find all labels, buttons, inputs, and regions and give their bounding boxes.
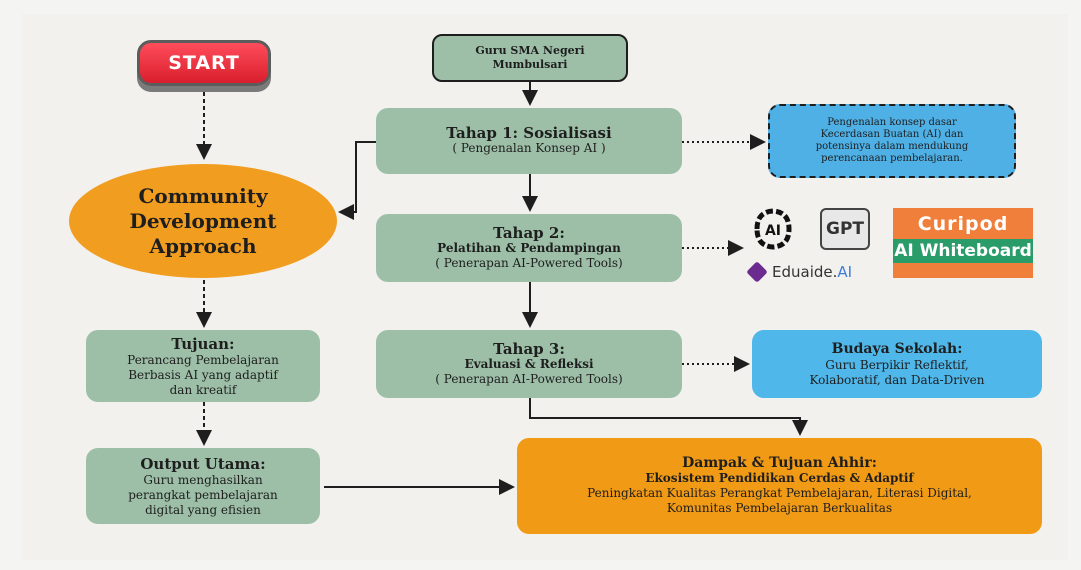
output-line1: Guru menghasilkan bbox=[143, 472, 263, 487]
community-development-approach-node: Community Development Approach bbox=[69, 164, 337, 278]
tujuan-line1: Perancang Pembelajaran bbox=[127, 352, 279, 367]
curipod-logo-text: Curipod bbox=[917, 212, 1009, 235]
output-node: Output Utama: Guru menghasilkan perangka… bbox=[86, 448, 320, 524]
stage1-node: Tahap 1: Sosialisasi ( Pengenalan Konsep… bbox=[376, 108, 682, 174]
stage2-subtitle: Pelatihan & Pendampingan bbox=[437, 240, 621, 255]
output-line2: perangkat pembelajaran bbox=[128, 487, 278, 502]
curipod-tagline-strip bbox=[893, 263, 1033, 278]
tujuan-line2: Berbasis AI yang adaptif bbox=[128, 367, 278, 382]
stage3-subtitle: Evaluasi & Refleksi bbox=[464, 356, 594, 371]
cda-line1: Community bbox=[138, 183, 268, 208]
dampak-line2: Komunitas Pembelajaran Berkualitas bbox=[666, 501, 893, 515]
gpt-logo-text: GPT bbox=[825, 219, 864, 239]
stage1-detail: ( Pengenalan Konsep AI ) bbox=[452, 141, 606, 155]
ai-logo-text: AI bbox=[765, 223, 781, 239]
info-line4: perencanaan pembelajaran. bbox=[821, 153, 963, 164]
guru-line2: Mumbulsari bbox=[492, 58, 568, 71]
stage2-title: Tahap 2: bbox=[493, 223, 565, 242]
arrow-stage3-to-dampak bbox=[529, 398, 808, 436]
start-node: START bbox=[137, 40, 271, 86]
dampak-node: Dampak & Tujuan Ahhir: Ekosistem Pendidi… bbox=[517, 438, 1042, 534]
tujuan-line3: dan kreatif bbox=[169, 382, 237, 397]
curipod-logo-icon: Curipod AI Whiteboard bbox=[893, 208, 1033, 278]
eduaide-logo-text: Eduaide. bbox=[772, 263, 838, 281]
arrow-stage1-to-cda bbox=[338, 141, 376, 220]
gpt-logo-icon: GPT bbox=[820, 208, 870, 250]
start-label: START bbox=[168, 52, 240, 74]
tujuan-title: Tujuan: bbox=[171, 334, 235, 353]
output-line3: digital yang efisien bbox=[145, 502, 261, 517]
info-line3: potensinya dalam mendukung bbox=[815, 141, 969, 152]
dampak-title: Dampak & Tujuan Ahhir: bbox=[682, 455, 877, 471]
info-line2: Kecerdasan Buatan (AI) dan bbox=[820, 129, 964, 140]
guru-line1: Guru SMA Negeri bbox=[475, 44, 585, 57]
eduaide-logo-icon: Eduaide.AI bbox=[746, 260, 880, 284]
cda-line3: Approach bbox=[149, 233, 257, 258]
output-title: Output Utama: bbox=[140, 454, 266, 473]
stage3-detail: ( Penerapan AI-Powered Tools) bbox=[435, 371, 623, 386]
budaya-sekolah-node: Budaya Sekolah: Guru Berpikir Reflektif,… bbox=[752, 330, 1042, 398]
stage1-info-node: Pengenalan konsep dasar Kecerdasan Buata… bbox=[768, 104, 1016, 178]
stage1-title: Tahap 1: Sosialisasi bbox=[446, 124, 612, 142]
info-line1: Pengenalan konsep dasar bbox=[827, 117, 957, 128]
tujuan-node: Tujuan: Perancang Pembelajaran Berbasis … bbox=[86, 330, 320, 402]
eduaide-ai-text: AI bbox=[837, 263, 853, 281]
stage2-detail: ( Penerapan AI-Powered Tools) bbox=[435, 255, 623, 270]
budaya-line1: Guru Berpikir Reflektif, bbox=[825, 357, 969, 372]
dampak-line1: Peningkatan Kualitas Perangkat Pembelaja… bbox=[587, 486, 972, 500]
stage3-title: Tahap 3: bbox=[493, 339, 565, 358]
stage2-node: Tahap 2: Pelatihan & Pendampingan ( Pene… bbox=[376, 214, 682, 282]
dampak-subtitle: Ekosistem Pendidikan Cerdas & Adaptif bbox=[645, 471, 914, 485]
guru-node: Guru SMA Negeri Mumbulsari bbox=[432, 34, 628, 82]
cda-line2: Development bbox=[129, 208, 277, 233]
stage3-node: Tahap 3: Evaluasi & Refleksi ( Penerapan… bbox=[376, 330, 682, 398]
budaya-line2: Kolaboratif, dan Data-Driven bbox=[809, 372, 985, 387]
eduaide-cube-icon bbox=[746, 261, 768, 283]
ai-whiteboard-logo-text: AI Whiteboard bbox=[893, 239, 1033, 263]
budaya-title: Budaya Sekolah: bbox=[831, 340, 963, 357]
ai-brain-logo-icon: AI bbox=[747, 206, 799, 252]
